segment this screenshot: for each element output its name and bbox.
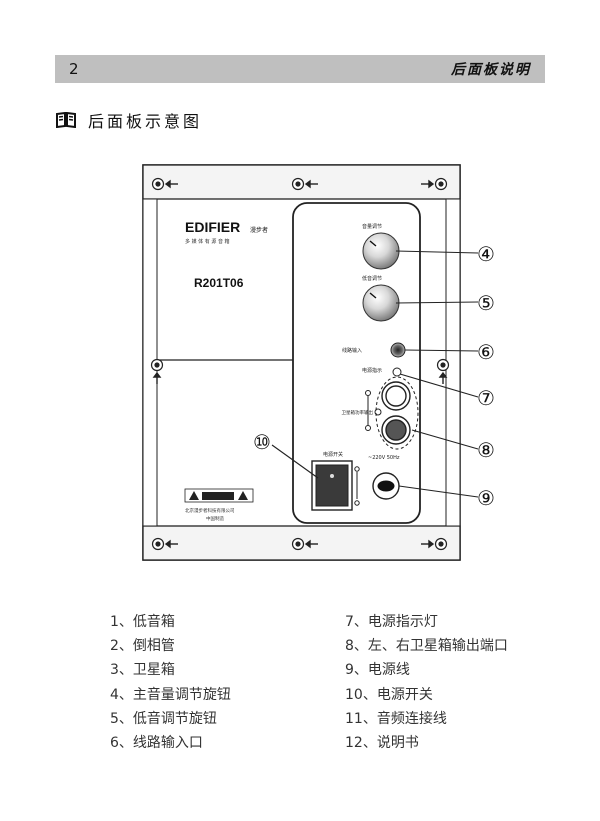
power-switch-label: 电源开关	[323, 451, 343, 458]
callout-4: ④	[477, 242, 495, 266]
control-plate	[292, 202, 421, 524]
sat-output-bracket	[365, 390, 371, 431]
arrow-up-icon	[152, 371, 162, 384]
callout-7: ⑦	[477, 386, 495, 410]
screw-bottom-right	[434, 537, 448, 551]
screw-top-right	[434, 177, 448, 191]
section-heading: 后面板示意图	[56, 108, 202, 132]
screw-bottom-center	[291, 537, 305, 551]
power-led-label: 电源指示	[362, 367, 382, 374]
callout-6: ⑥	[477, 340, 495, 364]
header-bar: 2 后面板说明	[55, 55, 545, 83]
arrow-left-icon	[304, 179, 318, 189]
page-number: 2	[69, 60, 79, 78]
screw-bottom-left	[151, 537, 165, 551]
arrow-right-icon	[421, 539, 435, 549]
warning-label	[184, 488, 254, 503]
arrow-up-icon	[438, 371, 448, 384]
bass-knob[interactable]	[362, 284, 400, 322]
legend-item: 11、音频连接线	[345, 710, 447, 727]
brand-cn: 漫步者	[250, 226, 268, 234]
line-in-label: 线路输入	[342, 347, 362, 354]
power-switch-dot	[330, 474, 334, 478]
arrow-left-icon	[304, 539, 318, 549]
header-title: 后面板说明	[451, 62, 531, 78]
callout-9: ⑨	[477, 486, 495, 510]
warning-triangle-icon	[189, 491, 199, 500]
volume-label: 音量调节	[362, 223, 382, 230]
voltage-label: ~220V 50Hz	[368, 455, 400, 461]
callout-10: ⑩	[253, 430, 271, 454]
bass-knob-pointer	[369, 292, 377, 299]
model-number: R201T06	[194, 276, 244, 290]
volume-knob-pointer	[369, 240, 377, 247]
legend-item: 7、电源指示灯	[345, 614, 438, 630]
arrow-right-icon	[421, 179, 435, 189]
legend-item: 4、主音量调节旋钮	[110, 686, 231, 703]
legend-item: 5、低音调节旋钮	[110, 710, 217, 727]
bass-label: 低音调节	[362, 275, 382, 282]
screw-mid-right	[436, 358, 450, 372]
legend-item: 3、卫星箱	[110, 662, 175, 679]
callout-line-4	[395, 250, 479, 254]
callout-line-9	[398, 485, 479, 498]
sat-output-right[interactable]	[385, 419, 407, 441]
warning-triangle-icon	[238, 491, 248, 500]
legend-item: 1、低音箱	[110, 614, 175, 630]
legend-item: 9、电源线	[345, 662, 410, 679]
legend-item: 10、电源开关	[345, 686, 433, 703]
screw-top-center	[291, 177, 305, 191]
screw-top-left	[151, 177, 165, 191]
legend-item: 12、说明书	[345, 735, 419, 752]
callout-5: ⑤	[477, 291, 495, 315]
sat-output-dashed-ring	[375, 376, 419, 450]
legend-right: 7、电源指示灯 8、左、右卫星箱输出端口 9、电源线 10、电源开关 11、音频…	[345, 610, 508, 755]
sat-output-label: 卫星箱功率输出	[342, 409, 374, 416]
open-book-icon	[56, 112, 76, 128]
power-switch-symbol	[354, 466, 360, 506]
line-in-jack[interactable]	[390, 342, 406, 358]
callout-line-7	[399, 373, 479, 398]
screw-mid-left	[150, 358, 164, 372]
manufacturer-line: 北京漫步者科技有限公司	[185, 507, 235, 514]
legend-left: 1、低音箱 2、倒相管 3、卫星箱 4、主音量调节旋钮 5、低音调节旋钮 6、线…	[110, 610, 231, 755]
legend-item: 2、倒相管	[110, 638, 175, 655]
callout-8: ⑧	[477, 438, 495, 462]
legend-item: 6、线路输入口	[110, 735, 203, 752]
section-title: 后面板示意图	[88, 112, 203, 131]
volume-knob[interactable]	[362, 232, 400, 270]
callout-line-6	[404, 349, 479, 352]
power-switch[interactable]	[315, 464, 349, 507]
callout-line-10	[271, 444, 319, 479]
callout-line-5	[395, 301, 479, 304]
arrow-left-icon	[164, 179, 178, 189]
sat-output-left[interactable]	[385, 385, 407, 407]
legend-item: 8、左、右卫星箱输出端口	[345, 638, 508, 655]
power-cord	[377, 480, 395, 492]
brand-subtitle: 多 媒 体 有 源 音 箱	[185, 238, 230, 245]
brand-logo: EDIFIER	[185, 219, 240, 235]
callout-line-8	[411, 429, 479, 450]
rear-panel-diagram: EDIFIER 漫步者 多 媒 体 有 源 音 箱 R201T06 北京漫步者科…	[142, 164, 495, 561]
origin-line: 中国制造	[206, 515, 224, 522]
arrow-left-icon	[164, 539, 178, 549]
power-led	[392, 367, 402, 377]
